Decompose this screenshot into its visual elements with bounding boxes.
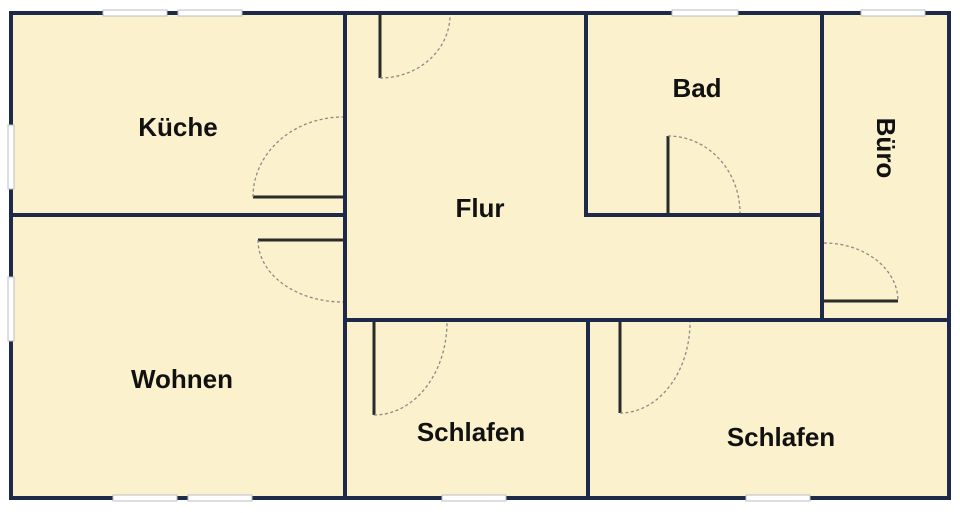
room-label-flur: Flur	[455, 193, 504, 223]
window-top-buero	[860, 9, 926, 17]
window-left-kueche	[7, 124, 15, 190]
door-swing-buero	[823, 242, 899, 302]
doors	[252, 14, 899, 416]
door-swing-wohnen	[257, 239, 344, 303]
room-label-bad: Bad	[672, 73, 721, 103]
floor-area	[11, 13, 949, 498]
window-bottom-wohnen-2	[187, 494, 253, 502]
room-label-schlafen-1: Schlafen	[417, 417, 525, 447]
room-label-wohnen: Wohnen	[131, 364, 233, 394]
window-bottom-schlafen-2	[745, 494, 811, 502]
room-label-kueche: Küche	[138, 112, 217, 142]
window-top-kueche	[102, 9, 168, 17]
window-bottom-wohnen	[112, 494, 178, 502]
door-swing-bad	[667, 135, 741, 214]
room-label-schlafen-2: Schlafen	[727, 422, 835, 452]
window-left-wohnen	[7, 276, 15, 342]
windows	[7, 9, 926, 502]
room-label-buero: Büro	[871, 118, 901, 179]
window-bottom-schlafen	[441, 494, 507, 502]
door-swing-schlafen-1	[373, 321, 448, 416]
window-top-bad	[671, 9, 739, 17]
room-labels: Küche Flur Bad Büro Wohnen Schlafen Schl…	[131, 73, 901, 452]
door-swing-entrance	[379, 14, 451, 79]
window-top-kueche-2	[177, 9, 243, 17]
